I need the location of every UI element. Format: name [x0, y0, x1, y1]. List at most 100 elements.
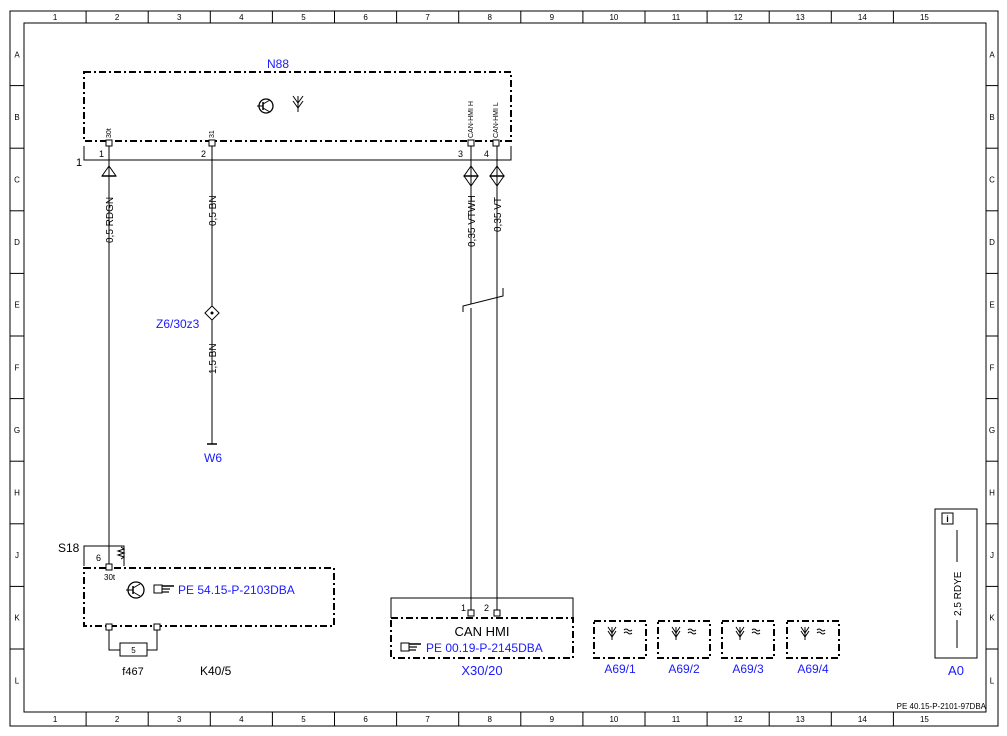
- row-label-left: E: [14, 301, 19, 310]
- pointing-hand-icon: [400, 642, 421, 652]
- n88-connector: [83, 146, 512, 161]
- fuse-icon: [119, 642, 148, 657]
- inner-frame: [23, 22, 987, 713]
- row-label-right: D: [989, 238, 995, 247]
- column-label-top: 4: [239, 13, 244, 22]
- antenna-icon: [671, 626, 681, 640]
- column-label-top: 10: [609, 13, 618, 22]
- column-label-top: 1: [53, 13, 58, 22]
- row-label-right: F: [990, 363, 995, 372]
- column-label-bottom: 3: [177, 715, 182, 724]
- wire-rdgn: 0,5 RDGN: [101, 146, 117, 566]
- column-label-top: 12: [734, 13, 743, 22]
- n88-pin1-num: 1: [99, 149, 104, 159]
- column-label-bottom: 12: [734, 715, 743, 724]
- pointing-hand-icon: [153, 584, 174, 594]
- row-label-right: G: [989, 426, 995, 435]
- wire-bn15-label: 1,5 BN: [208, 343, 219, 374]
- n88-box: [83, 71, 512, 142]
- k40-ref-link[interactable]: PE 54.15-P-2103DBA: [178, 583, 295, 597]
- wire-bn: 0,5 BN 1,5 BN Z6/30z3 W6: [156, 146, 222, 465]
- module-n88: N88 30t 31 CAN-HMI H CAN-HMI L 1 1: [76, 57, 512, 169]
- row-label-left: A: [14, 50, 20, 59]
- document-number: PE 40.15-P-2101-97DBA: [897, 702, 987, 711]
- outer-frame: [9, 10, 999, 727]
- twisted-pair-marker: [462, 288, 504, 312]
- row-label-right: H: [989, 489, 995, 498]
- n88-connector-number: 1: [76, 157, 82, 169]
- info-icon: [941, 512, 954, 525]
- wave-icon: [816, 628, 826, 635]
- n88-pin3: [467, 139, 475, 147]
- column-label-top: 8: [488, 13, 493, 22]
- column-label-top: 14: [858, 13, 867, 22]
- fuse-number: 5: [131, 646, 136, 655]
- antenna-label: A69/1: [604, 662, 636, 676]
- row-label-left: B: [14, 113, 19, 122]
- n88-pin4: [492, 139, 500, 147]
- wave-icon: [623, 628, 633, 635]
- legend-label: A0: [948, 663, 964, 678]
- column-label-top: 5: [301, 13, 306, 22]
- column-label-bottom: 4: [239, 715, 244, 724]
- column-label-bottom: 14: [858, 715, 867, 724]
- column-label-top: 9: [550, 13, 555, 22]
- column-label-bottom: 2: [115, 715, 120, 724]
- row-label-left: D: [14, 238, 20, 247]
- column-label-top: 7: [425, 13, 430, 22]
- can-hmi-title: CAN HMI: [455, 624, 510, 639]
- antenna-label: A69/4: [797, 662, 829, 676]
- splice-label: Z6/30z3: [156, 317, 200, 331]
- ground-label: W6: [204, 451, 222, 465]
- column-label-top: 2: [115, 13, 120, 22]
- antenna-module: A69/1: [593, 620, 647, 676]
- k40-connector: [83, 545, 125, 566]
- column-label-top: 13: [796, 13, 805, 22]
- antenna-icon: [800, 626, 810, 640]
- n88-pin2-num: 2: [201, 149, 206, 159]
- antenna-label: A69/3: [732, 662, 764, 676]
- antenna-label: A69/2: [668, 662, 700, 676]
- column-ticks: 1122334455667788991010111112121313141415…: [53, 11, 929, 726]
- row-label-left: F: [15, 363, 20, 372]
- n88-pin3-name: CAN-HMI H: [468, 101, 475, 138]
- row-label-left: L: [15, 676, 20, 685]
- n88-label: N88: [267, 57, 289, 71]
- antenna-icon: [292, 95, 304, 112]
- column-label-bottom: 10: [609, 715, 618, 724]
- k40-pin-num: 6: [96, 553, 101, 563]
- row-label-right: C: [989, 176, 995, 185]
- antenna-module: A69/4: [786, 620, 840, 676]
- legend-a0: i 2,5 RDYE A0: [934, 508, 978, 678]
- row-label-right: L: [990, 676, 995, 685]
- column-label-bottom: 9: [550, 715, 555, 724]
- row-label-right: J: [990, 551, 994, 560]
- column-label-top: 6: [363, 13, 368, 22]
- column-label-bottom: 5: [301, 715, 306, 724]
- k40-label: K40/5: [200, 664, 232, 678]
- antenna-icon: [735, 626, 745, 640]
- row-label-left: K: [14, 614, 20, 623]
- column-label-bottom: 6: [363, 715, 368, 724]
- k40-connector-label: S18: [58, 541, 80, 555]
- n88-pin4-name: CAN-HMI L: [493, 102, 500, 138]
- module-can-hmi: 1 2 CAN HMI PE 00.19-P-2145DBA X30/20: [390, 597, 574, 678]
- antenna-icon: [607, 626, 617, 640]
- column-label-top: 15: [920, 13, 929, 22]
- n88-pin2: [208, 139, 216, 147]
- n88-pin2-name: 31: [209, 130, 216, 138]
- can-hmi-connector: [390, 597, 574, 618]
- can-hmi-ref-link[interactable]: PE 00.19-P-2145DBA: [426, 641, 543, 655]
- row-label-left: C: [14, 176, 20, 185]
- antenna-module: A69/2: [657, 620, 711, 676]
- row-label-right: E: [989, 301, 994, 310]
- column-label-bottom: 1: [53, 715, 58, 724]
- wave-icon: [687, 628, 697, 635]
- row-label-left: J: [15, 551, 19, 560]
- column-label-bottom: 11: [672, 715, 681, 724]
- wave-icon: [751, 628, 761, 635]
- row-label-right: K: [989, 614, 995, 623]
- module-k40: S18 6 30t PE 54.15-P-2103DBA 5 f467 K40/…: [58, 541, 335, 678]
- column-label-bottom: 8: [488, 715, 493, 724]
